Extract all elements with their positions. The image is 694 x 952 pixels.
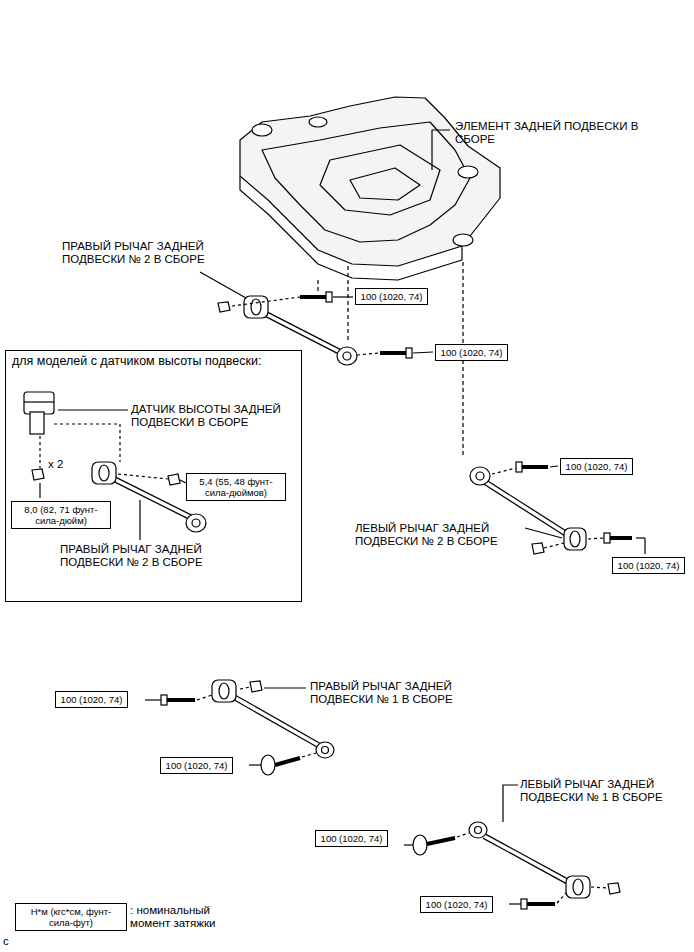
torque-box: 100 (1020, 74) [315, 830, 388, 847]
torque-box: 8,0 (82, 71 фунт-сила-дюйм) [11, 501, 111, 529]
part-label: ДАТЧИК ВЫСОТЫ ЗАДНЕЙ ПОДВЕСКИ В СБОРЕ [131, 403, 303, 429]
torque-box: 100 (1020, 74) [355, 288, 428, 305]
part-label: ЛЕВЫЙ РЫЧАГ ЗАДНЕЙ ПОДВЕСКИ № 1 В СБОРЕ [520, 778, 670, 804]
part-label: ЛЕВЫЙ РЫЧАГ ЗАДНЕЙ ПОДВЕСКИ № 2 В СБОРЕ [355, 522, 540, 548]
torque-value: 100 (1020, 74) [617, 560, 680, 571]
torque-box: 100 (1020, 74) [560, 458, 633, 475]
torque-value: 100 (1020, 74) [165, 760, 228, 771]
torque-box: 100 (1020, 74) [55, 691, 128, 708]
torque-value: 100 (1020, 74) [320, 833, 383, 844]
torque-value: 100 (1020, 74) [60, 694, 123, 705]
torque-value: 100 (1020, 74) [565, 461, 628, 472]
torque-box: 5,4 (55, 48 фунт-сила-дюймов) [186, 473, 286, 501]
torque-value: 100 (1020, 74) [425, 899, 488, 910]
legend-text: : номинальный момент затяжки [130, 904, 250, 930]
panel-heading: для моделей с датчиком высоты подвески: [6, 351, 301, 372]
torque-value: 100 (1020, 74) [360, 291, 423, 302]
torque-value: Н*м (кгс*см, фунт-сила-фут) [20, 906, 122, 928]
figure-code: c [3, 935, 23, 948]
part-label: ЭЛЕМЕНТ ЗАДНЕЙ ПОДВЕСКИ В СБОРЕ [455, 120, 670, 146]
torque-box: 100 (1020, 74) [612, 557, 685, 574]
torque-box: 100 (1020, 74) [435, 344, 508, 361]
torque-value: 8,0 (82, 71 фунт-сила-дюйм) [16, 504, 106, 526]
torque-value: 5,4 (55, 48 фунт-сила-дюймов) [191, 476, 281, 498]
torque-box: 100 (1020, 74) [160, 757, 233, 774]
quantity-mark: x 2 [48, 458, 88, 471]
torque-box: 100 (1020, 74) [420, 896, 493, 913]
torque-box: Н*м (кгс*см, фунт-сила-фут) [15, 903, 127, 931]
part-label: ПРАВЫЙ РЫЧАГ ЗАДНЕЙ ПОДВЕСКИ № 2 В СБОРЕ [60, 543, 245, 569]
torque-value: 100 (1020, 74) [440, 347, 503, 358]
part-label: ПРАВЫЙ РЫЧАГ ЗАДНЕЙ ПОДВЕСКИ № 2 В СБОРЕ [62, 240, 242, 266]
part-label: ПРАВЫЙ РЫЧАГ ЗАДНЕЙ ПОДВЕСКИ № 1 В СБОРЕ [310, 680, 495, 706]
